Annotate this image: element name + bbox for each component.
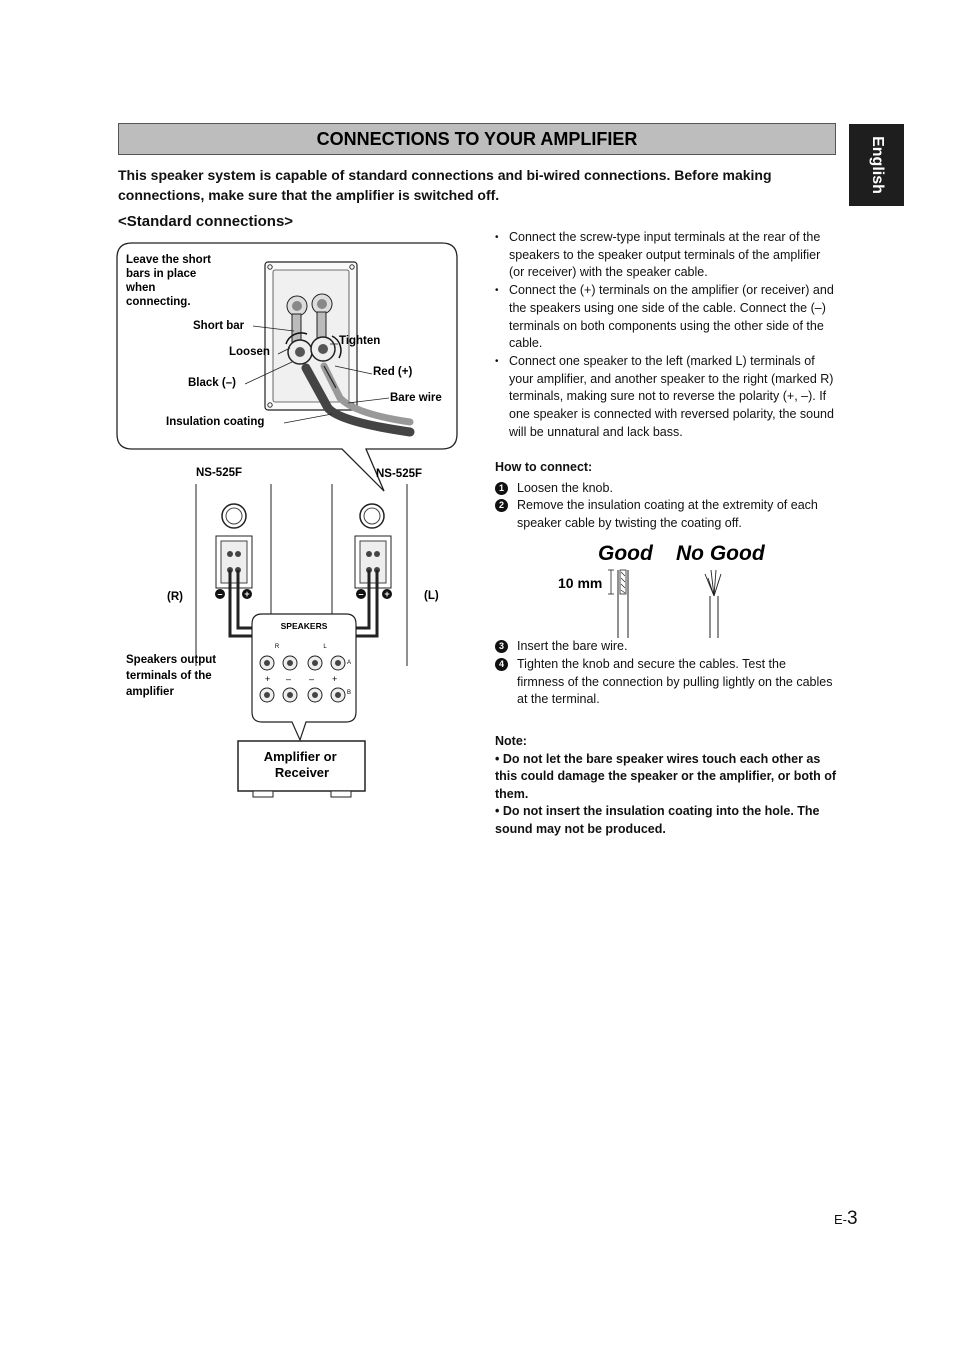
right-minus-marker: – [358,589,363,599]
right-plus-marker: + [384,589,389,599]
step-number: 2 [495,499,508,512]
step-4: 4 Tighten the knob and secure the cables… [495,656,835,709]
short-bars-note-line-2: bars in place [126,268,196,280]
output-terminals-line-2: terminals of the [126,670,212,682]
left-channel-label: (L) [424,590,439,602]
panel-r-label: R [275,644,280,650]
short-bars-note: Leave the short bars in place when conne… [125,254,214,308]
panel-plus-1: + [265,674,270,684]
insulation-label: Insulation coating [166,416,264,428]
step-2: 2 Remove the insulation coating at the e… [495,497,835,532]
page-number: E-3 [834,1208,858,1230]
bullet-item: Connect the (+) terminals on the amplifi… [495,282,835,353]
output-terminals-line-1: Speakers output [126,654,216,666]
connection-bullets: Connect the screw-type input terminals a… [495,229,835,441]
page-prefix: E- [834,1212,847,1227]
note-heading: Note: [495,734,527,748]
step-text: Tighten the knob and secure the cables. … [517,657,833,707]
connection-diagram: Leave the short bars in place when conne… [116,242,458,798]
amplifier-line-2: Receiver [275,765,329,780]
short-bars-note-line-3: when [125,282,155,294]
bare-wire-label: Bare wire [390,392,442,404]
amplifier-line-1: Amplifier or [264,749,337,764]
short-bar-label: Short bar [193,320,245,332]
output-terminals-label: Speakers output terminals of the amplifi… [126,654,219,698]
step-number: 1 [495,482,508,495]
note-block: Note: • Do not let the bare speaker wire… [495,733,840,839]
left-plus-marker: + [244,589,249,599]
good-label: Good [598,542,654,565]
bullet-item: Connect one speaker to the left (marked … [495,353,835,442]
panel-b-label: B [347,690,351,696]
language-tab: English [849,124,904,206]
note-item: • Do not let the bare speaker wires touc… [495,751,837,801]
black-terminal-label: Black (–) [188,377,236,389]
speaker-model-right: NS-525F [376,468,422,480]
page-number-value: 3 [847,1208,858,1229]
short-bars-note-line-4: connecting. [126,296,191,308]
wire-strip-figure: Good No Good 10 mm [558,542,766,638]
note-item: • Do not insert the insulation coating i… [495,804,820,836]
step-text: Remove the insulation coating at the ext… [517,498,818,530]
panel-a-label: A [347,660,351,666]
panel-plus-2: + [332,674,337,684]
short-bars-note-line-1: Leave the short [126,254,211,266]
right-channel-label: (R) [167,591,183,603]
step-text: Loosen the knob. [517,481,613,495]
standard-connections-heading: <Standard connections> [118,213,294,230]
red-terminal-label: Red (+) [373,366,412,378]
strip-length-label: 10 mm [558,575,602,591]
panel-minus-2: – [309,674,314,684]
loosen-label: Loosen [229,346,270,358]
step-1: 1 Loosen the knob. [495,480,835,498]
amplifier-label: Amplifier or Receiver [264,749,341,780]
speakers-panel-label: SPEAKERS [281,621,328,631]
step-number: 3 [495,640,508,653]
how-to-connect-heading: How to connect: [495,460,593,474]
speaker-model-left: NS-525F [196,467,242,479]
bullet-item: Connect the screw-type input terminals a… [495,229,835,282]
left-minus-marker: – [217,589,222,599]
language-tab-label: English [868,136,886,194]
tighten-label: Tighten [339,335,380,347]
section-title: CONNECTIONS TO YOUR AMPLIFIER [118,123,836,155]
step-3: 3 Insert the bare wire. [495,638,835,656]
no-good-label: No Good [676,542,766,565]
output-terminals-line-3: amplifier [126,686,174,698]
step-text: Insert the bare wire. [517,639,628,653]
intro-paragraph: This speaker system is capable of standa… [118,167,772,203]
step-number: 4 [495,658,508,671]
panel-minus-1: – [286,674,291,684]
panel-l-label: L [323,644,327,650]
